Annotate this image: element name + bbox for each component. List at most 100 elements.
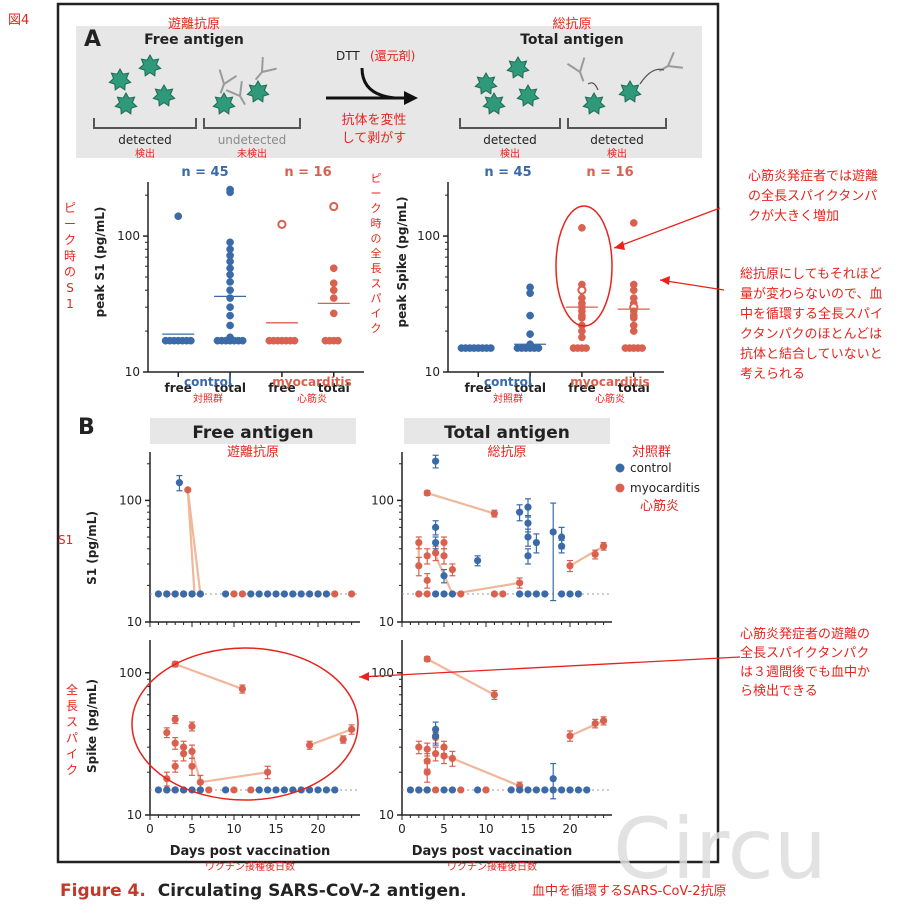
vertical-char: ス <box>66 715 78 729</box>
control-point <box>196 590 204 598</box>
control-point <box>440 590 448 598</box>
control-point <box>154 786 162 794</box>
vertical-char: パ <box>66 731 78 745</box>
annotation-line: 考えられる <box>740 367 805 382</box>
vertical-char: ク <box>371 202 382 215</box>
control-point <box>532 786 541 794</box>
antigen-star-icon <box>618 79 642 103</box>
arrow-note-1 <box>613 207 721 249</box>
control-point <box>524 519 532 527</box>
vertical-char: S <box>66 281 74 295</box>
b-xlabel-right: Days post vaccination <box>412 844 573 859</box>
myocarditis-point <box>423 768 431 776</box>
antibody-icon <box>225 80 246 106</box>
antibody-icon <box>254 56 277 81</box>
myocarditis-point <box>415 590 423 598</box>
myocarditis-point <box>448 565 456 574</box>
a-left-n-control: n = 45 <box>181 165 228 180</box>
myocarditis-point <box>339 735 347 744</box>
data-point <box>621 344 630 352</box>
x-tick-label-free: free <box>465 381 492 395</box>
highlight-ellipse-a <box>555 205 613 327</box>
y-tick-label: 100 <box>371 493 394 507</box>
antigen-star-icon <box>482 91 506 115</box>
vertical-char: イ <box>371 307 382 320</box>
vertical-char: の <box>64 265 76 279</box>
b-xlabel-left-jp: ワクチン接種後日数 <box>205 860 295 873</box>
release-arrow-1 <box>587 82 599 91</box>
annotation-line: 心筋炎発症者の遊離の <box>740 626 870 642</box>
data-point <box>629 286 638 295</box>
vertical-char: の <box>371 232 382 245</box>
y-tick-label: 100 <box>119 666 142 680</box>
data-point <box>226 257 234 266</box>
a-right-n-control: n = 45 <box>484 165 531 180</box>
myocarditis-point <box>591 719 599 728</box>
myocarditis-point <box>264 768 272 776</box>
data-point <box>226 286 234 295</box>
control-point <box>196 786 204 794</box>
control-point <box>432 590 440 598</box>
highlight-ellipse-b <box>131 647 359 801</box>
x-tick-label-total: total <box>318 381 350 395</box>
annotation-line: 中を循環する全長スパイ <box>740 306 883 322</box>
data-point <box>329 309 338 318</box>
myocarditis-point <box>188 747 196 756</box>
myocarditis-point <box>348 590 356 598</box>
bracket-free-detected <box>93 118 197 129</box>
x-tick-label: 10 <box>478 822 493 836</box>
control-point <box>524 552 532 560</box>
myocarditis-point <box>415 538 423 547</box>
det-label-4: detected <box>590 133 643 147</box>
data-point <box>226 278 234 286</box>
b-ylabel-bottom: Spike (pg/mL) <box>85 679 99 773</box>
control-point <box>171 786 179 794</box>
data-point <box>226 294 234 302</box>
data-point <box>226 311 234 320</box>
control-point <box>264 590 272 598</box>
control-point <box>558 786 566 794</box>
data-point <box>329 264 338 273</box>
b-xlabel-right-jp: ワクチン接種後日数 <box>447 860 537 873</box>
antigen-star-icon <box>212 91 236 115</box>
control-point <box>415 786 423 794</box>
data-point <box>582 344 590 352</box>
control-point <box>574 786 583 794</box>
x-tick-label: 0 <box>398 822 406 836</box>
control-point <box>306 590 314 598</box>
antigen-star-icon <box>246 79 270 103</box>
data-point <box>329 286 338 295</box>
vertical-char: イ <box>66 747 78 761</box>
antigen-star-icon <box>474 71 498 95</box>
a-right-group-myo-jp: 心筋炎 <box>595 392 625 405</box>
vertical-char: ピ <box>64 201 76 215</box>
dtt-label: DTT <box>336 49 360 63</box>
control-point <box>264 786 272 794</box>
vertical-char: ク <box>64 233 76 247</box>
data-point <box>226 303 234 312</box>
control-point <box>516 508 524 516</box>
b-free-title-jp: 遊離抗原 <box>227 445 279 460</box>
subject-trajectory <box>200 771 268 784</box>
x-tick-label: 20 <box>310 822 325 836</box>
control-point <box>448 786 456 794</box>
a-left-group-myo-jp: 心筋炎 <box>297 392 327 405</box>
myocarditis-point <box>432 750 440 758</box>
figure-label: 図4 <box>8 13 29 28</box>
data-point <box>226 321 234 330</box>
data-point <box>526 289 534 298</box>
myocarditis-point <box>432 786 440 794</box>
subject-trajectory <box>309 728 352 747</box>
myocarditis-point <box>331 590 339 598</box>
myocarditis-point <box>230 786 238 794</box>
b-ylabel-top-jp: S1 <box>58 533 73 547</box>
det-label-1: detected <box>118 133 171 147</box>
myocarditis-point <box>423 745 431 753</box>
control-point <box>549 528 557 536</box>
control-point <box>280 786 288 794</box>
control-point <box>507 786 515 794</box>
